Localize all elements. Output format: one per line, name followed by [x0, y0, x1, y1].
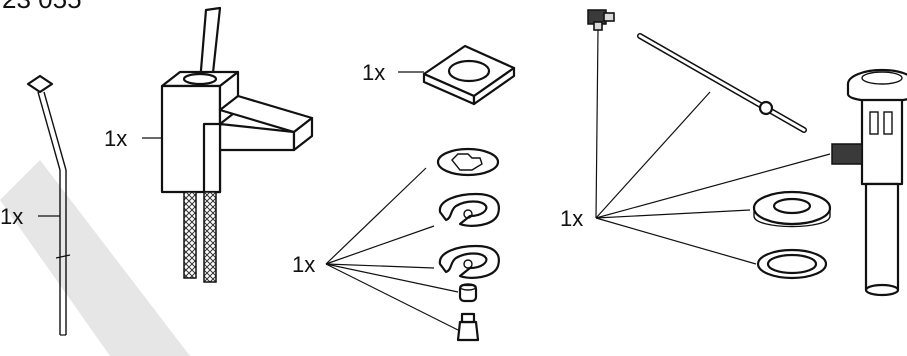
- fitting-washer-part: [436, 147, 500, 177]
- watermark: [0, 160, 190, 356]
- rod-quantity: 1x: [0, 204, 23, 229]
- elbow-connector-part: [587, 9, 615, 31]
- pivot-rod-part: [637, 33, 807, 133]
- fitting-hex-sleeve-part: [456, 312, 480, 342]
- fittings-leaders: [325, 167, 459, 331]
- fitting-clip-upper-part: [438, 192, 500, 227]
- fittings-quantity: 1x: [292, 252, 315, 277]
- drain-assembly-part: [831, 68, 907, 297]
- flange-quantity: 1x: [362, 60, 385, 85]
- sealing-ring-part: [756, 248, 828, 280]
- faucet-quantity: 1x: [104, 126, 127, 151]
- faucet-part: [160, 6, 314, 283]
- drain-set-leaders: [595, 29, 831, 265]
- flange-gasket-part: [752, 190, 832, 228]
- square-flange-part: [422, 44, 516, 106]
- drain-set-quantity: 1x: [560, 206, 583, 231]
- fitting-nut-part: [458, 283, 478, 303]
- lift-rod-part: [26, 74, 71, 336]
- fitting-clip-lower-part: [438, 244, 500, 279]
- header-code: 23 055: [2, 0, 82, 14]
